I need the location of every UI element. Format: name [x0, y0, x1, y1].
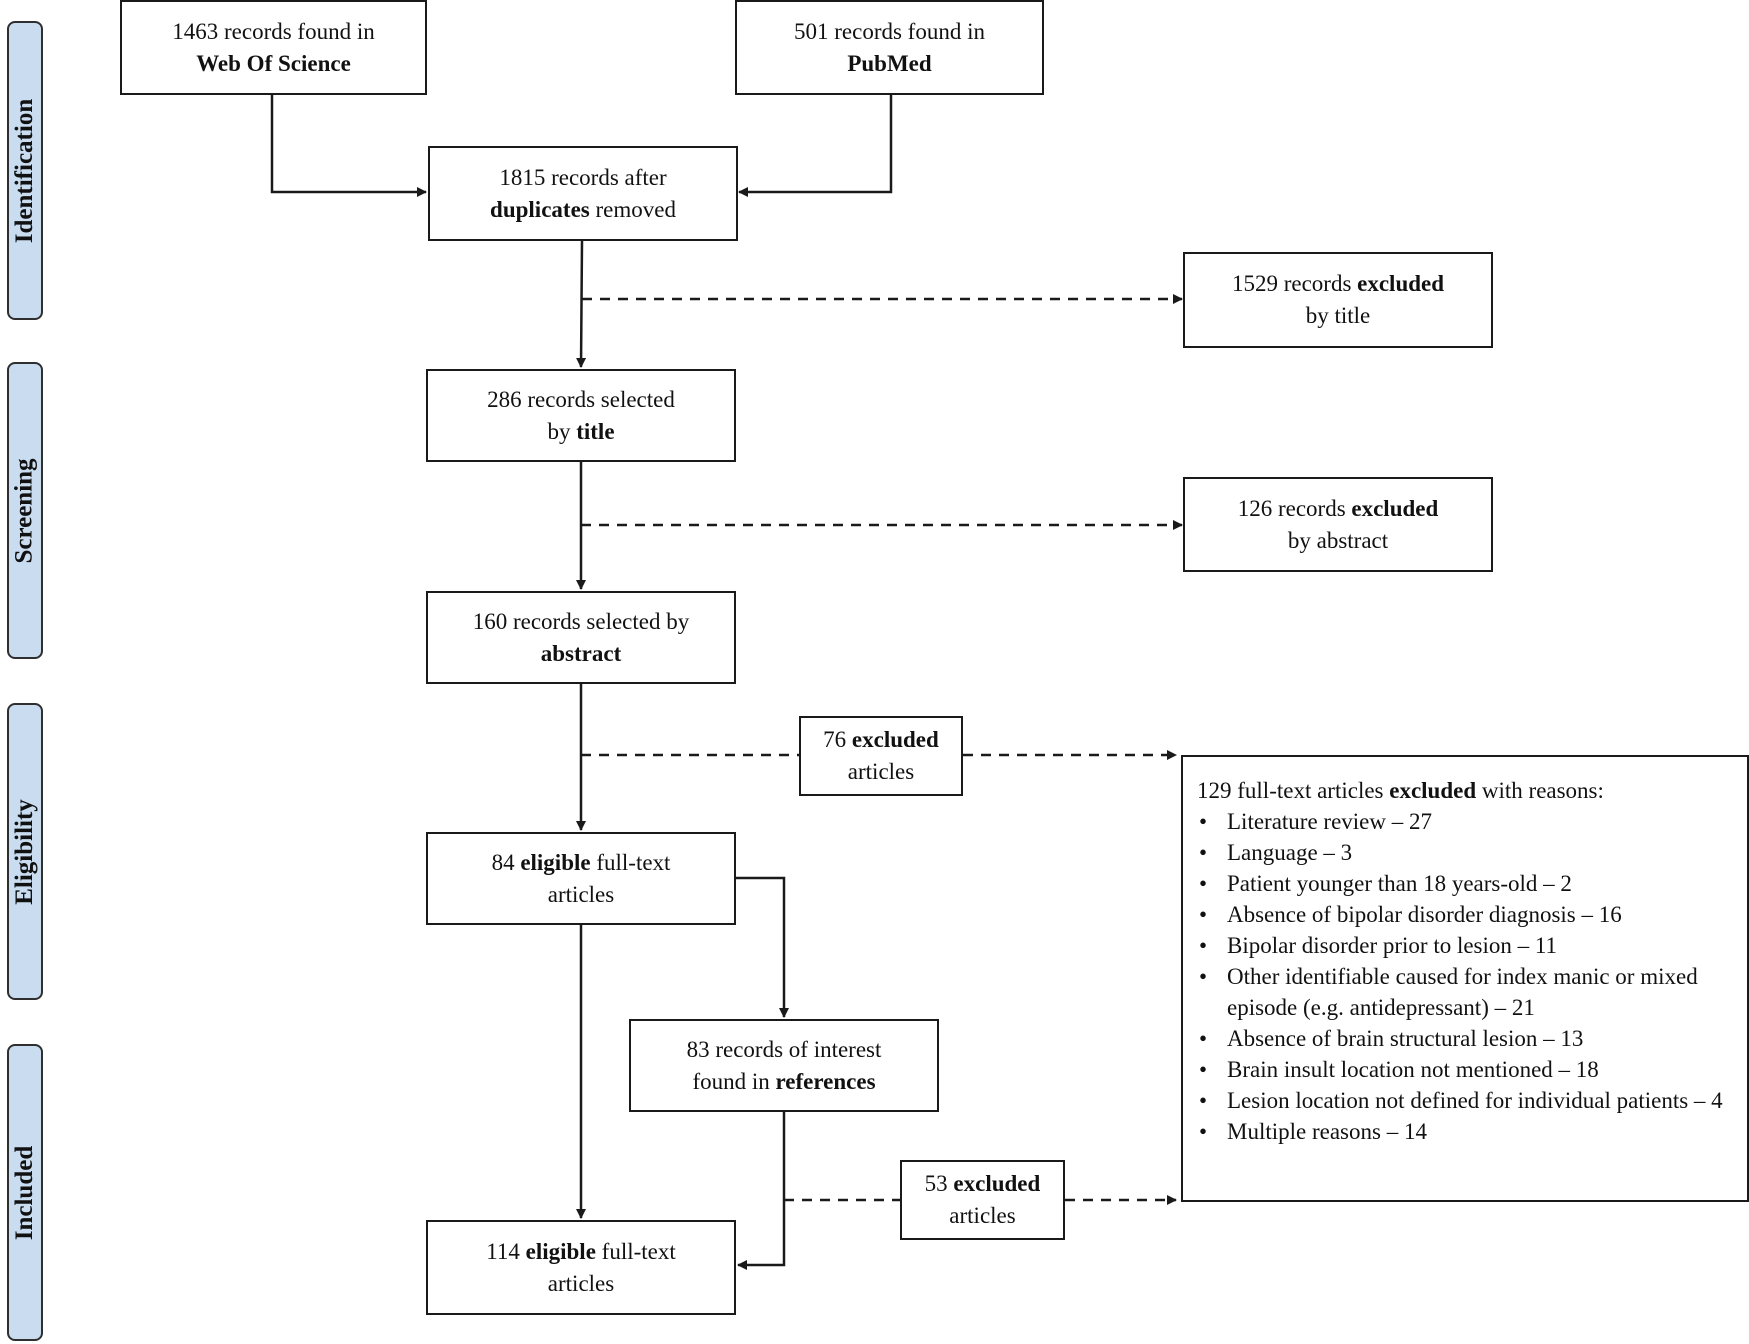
excl-title-line2: by title	[1305, 303, 1371, 328]
excl-abstract-pre: 126 records	[1237, 495, 1352, 521]
elig84-bold: eligible	[520, 849, 591, 875]
sel-title-line1: 286 records selected	[487, 386, 675, 412]
box-eligible-114: 114 eligible full-text articles	[426, 1220, 736, 1315]
excl76-line2: articles	[847, 759, 915, 784]
refs83-pre: found in	[692, 1068, 776, 1094]
stage-screening-label: Screening	[7, 362, 43, 659]
sel-abstract-line1: 160 records selected by	[472, 608, 690, 634]
box-excluded-by-title: 1529 records excluded by title	[1183, 252, 1493, 348]
box-after-duplicates: 1815 records after duplicates removed	[428, 146, 738, 241]
reasons-header-pre: 129 full-text articles	[1197, 778, 1390, 803]
stage-screening-text: Screening	[11, 457, 38, 564]
reasons-header: 129 full-text articles excluded with rea…	[1197, 775, 1733, 806]
excl76-bold: excluded	[851, 727, 939, 752]
box-web-of-science: 1463 records found in Web Of Science	[120, 0, 427, 95]
reason-item: Absence of bipolar disorder diagnosis – …	[1197, 899, 1733, 930]
dup-line1: 1815 records after	[499, 164, 667, 190]
elig84-pre: 84	[491, 849, 521, 875]
arrow-elig84-to-refs83	[736, 876, 789, 1018]
reason-item: Multiple reasons – 14	[1197, 1116, 1733, 1147]
box-excluded-by-abstract: 126 records excluded by abstract	[1183, 477, 1493, 572]
arrow-pubmed-to-dup	[738, 95, 893, 197]
elig114-line2: articles	[547, 1270, 615, 1296]
excl76-pre: 76	[823, 727, 852, 752]
reason-item: Patient younger than 18 years-old – 2	[1197, 868, 1733, 899]
reason-item: Brain insult location not mentioned – 18	[1197, 1054, 1733, 1085]
wos-line1: 1463 records found in	[172, 18, 375, 44]
stage-included-text: Included	[11, 1145, 39, 1240]
stage-identification-text: Identification	[11, 98, 39, 243]
elig84-rest: full-text	[590, 849, 671, 875]
arrow-wos-to-dup	[270, 95, 427, 197]
box-eligible-84: 84 eligible full-text articles	[426, 832, 736, 925]
refs83-line1: 83 records of interest	[686, 1036, 882, 1062]
box-exclusion-reasons: 129 full-text articles excluded with rea…	[1181, 755, 1749, 1202]
reason-item: Bipolar disorder prior to lesion – 11	[1197, 930, 1733, 961]
stage-identification-label: Identification	[7, 21, 43, 320]
pubmed-source: PubMed	[847, 50, 932, 76]
box-excluded-53: 53 excluded articles	[900, 1160, 1065, 1240]
dup-rest: removed	[589, 196, 676, 222]
excl53-bold: excluded	[953, 1171, 1041, 1196]
refs83-bold: references	[775, 1068, 876, 1094]
box-pubmed: 501 records found in PubMed	[735, 0, 1044, 95]
box-excluded-76: 76 excluded articles	[799, 716, 963, 796]
excl53-line2: articles	[949, 1203, 1016, 1228]
box-records-from-references: 83 records of interest found in referenc…	[629, 1019, 939, 1112]
elig114-rest: full-text	[595, 1238, 676, 1264]
reasons-header-bold: excluded	[1389, 778, 1477, 803]
sel-title-pre: by	[547, 418, 577, 444]
wos-source: Web Of Science	[196, 50, 351, 76]
reason-item: Absence of brain structural lesion – 13	[1197, 1023, 1733, 1054]
stage-eligibility-label: Eligibility	[7, 703, 43, 1000]
excl-title-pre: 1529 records	[1231, 271, 1358, 296]
dup-bold: duplicates	[490, 196, 590, 222]
sel-abstract-bold: abstract	[540, 640, 622, 666]
elig84-line2: articles	[547, 881, 615, 907]
reason-item: Literature review – 27	[1197, 806, 1733, 837]
reason-item: Language – 3	[1197, 837, 1733, 868]
arrow-refs83-to-elig114	[737, 1112, 786, 1270]
excl-abstract-bold: excluded	[1351, 495, 1439, 521]
reason-item: Lesion location not defined for individu…	[1197, 1085, 1733, 1116]
excl-abstract-line2: by abstract	[1287, 527, 1389, 553]
box-selected-by-title: 286 records selected by title	[426, 369, 736, 462]
box-selected-by-abstract: 160 records selected by abstract	[426, 591, 736, 684]
sel-title-bold: title	[576, 418, 615, 444]
stage-eligibility-text: Eligibility	[11, 798, 38, 905]
arrow-dup-to-sel-title	[576, 240, 587, 368]
excl53-pre: 53	[924, 1171, 954, 1196]
elig114-bold: eligible	[525, 1238, 596, 1264]
reason-item: Other identifiable caused for index mani…	[1197, 961, 1733, 1023]
reasons-header-post: with reasons:	[1476, 778, 1604, 803]
excl-title-bold: excluded	[1357, 271, 1445, 296]
elig114-pre: 114	[486, 1238, 526, 1264]
stage-included-label: Included	[7, 1044, 43, 1341]
reasons-list: Literature review – 27 Language – 3 Pati…	[1197, 806, 1733, 1147]
pubmed-line1: 501 records found in	[794, 18, 985, 44]
